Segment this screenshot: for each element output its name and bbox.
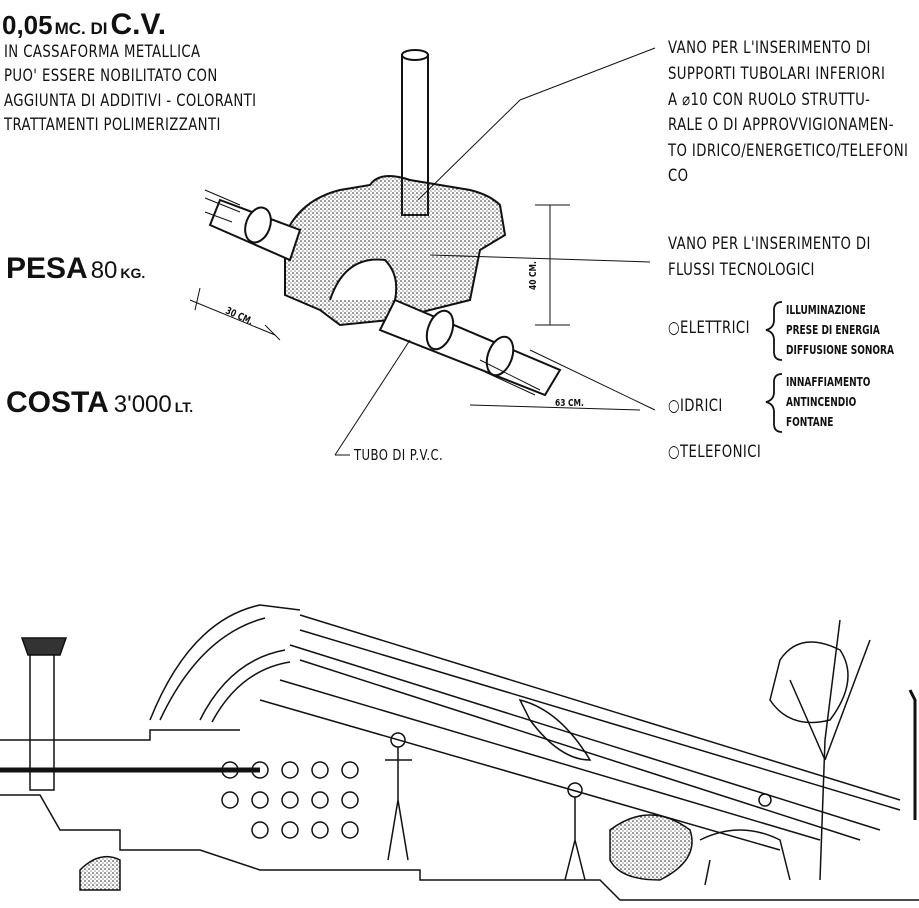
left-desc-line: TRATTAMENTI POLIMERIZZANTI (4, 115, 221, 135)
left-desc-line: PUO' ESSERE NOBILITATO CON (4, 66, 218, 86)
category-idrici: ○IDRICI (668, 396, 723, 416)
support-note-line: SUPPORTI TUBOLARI INFERIORI (668, 64, 886, 84)
flow-note-line: FLUSSI TECNOLOGICI (668, 260, 815, 280)
support-note-line: RALE O DI APPROVVIGIONAMEN- (668, 115, 894, 135)
elettrici-item: ILLUMINAZIONE (786, 303, 866, 317)
volume-value: 0,05 (2, 10, 53, 40)
dim-height: 40 CM. (528, 261, 539, 290)
idrici-item: FONTANE (786, 415, 834, 429)
elettrici-item: PRESE DI ENERGIA (786, 323, 880, 337)
volume-unit: MC. DI (54, 19, 108, 38)
elettrici-item: DIFFUSIONE SONORA (786, 343, 894, 357)
idrici-item: ANTINCENDIO (786, 395, 857, 409)
horizontal-pipe (208, 198, 562, 397)
material-name: C.V. (110, 8, 167, 41)
support-note-line: A ⌀10 CON RUOLO STRUTTU- (668, 90, 871, 110)
dim-length: 63 CM. (555, 398, 584, 409)
idrici-item: INNAFFIAMENTO (786, 375, 871, 389)
category-telefonici: ○TELEFONICI (668, 442, 762, 462)
support-note-line: TO IDRICO/ENERGETICO/TELEFONI (668, 141, 909, 161)
left-desc-line: AGGIUNTA DI ADDITIVI - COLORANTI (4, 91, 257, 111)
pipe-label: TUBO DI P.V.C. (354, 446, 444, 464)
support-note-line: VANO PER L'INSERIMENTO DI (668, 38, 871, 58)
left-desc-line: IN CASSAFORMA METALLICA (4, 42, 201, 62)
support-note-line: CO (668, 166, 689, 186)
category-elettrici: ○ELETTRICI (668, 318, 750, 338)
flow-note-line: VANO PER L'INSERIMENTO DI (668, 234, 871, 254)
